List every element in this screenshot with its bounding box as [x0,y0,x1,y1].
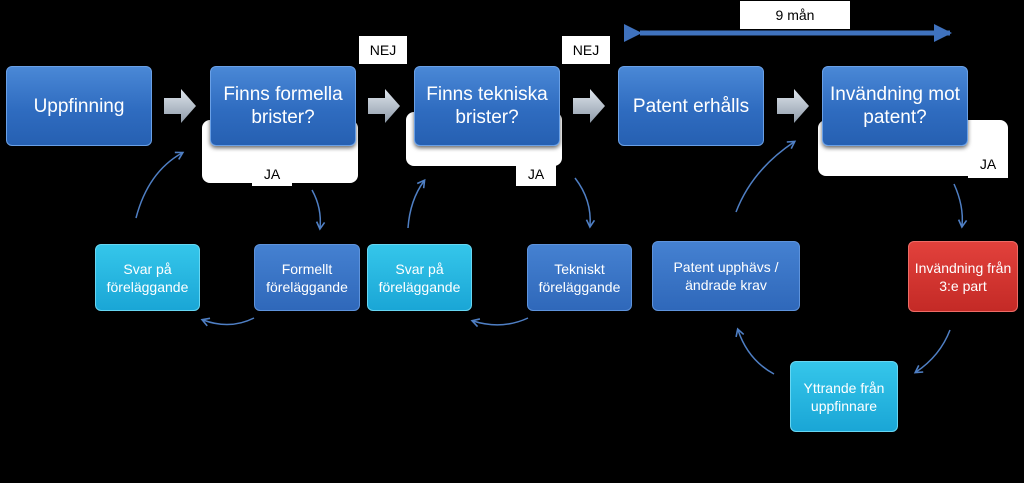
invention-box: Uppfinning [6,66,152,146]
opposition-box: Invändning mot patent? [822,66,968,146]
ja-label-3: JA [968,150,1008,178]
patent-revoked-box: Patent upphävs / ändrade krav [652,241,800,311]
formal-defects-box: Finns formella brister? [210,66,356,146]
inventor-statement-box: Yttrande från uppfinnare [790,361,898,432]
arrow-reply-2-up [407,178,426,229]
technical-defects-box: Finns tekniska brister? [414,66,560,146]
technical-order-box: Tekniskt föreläggande [527,244,632,311]
flow-arrow-4 [777,89,809,123]
ja-label-2: JA [516,162,556,186]
arrow-to-revoked [735,327,775,375]
arrow-to-reply-2 [470,317,529,328]
arrow-to-technical-order [574,177,596,229]
reply-box-2: Svar på föreläggande [367,244,472,311]
flow-arrow-2 [368,89,400,123]
arrow-reply-1-up [135,151,185,219]
nej-label-2: NEJ [562,36,610,64]
arrow-to-inventor-statement [913,329,951,374]
reply-box-1: Svar på föreläggande [95,244,200,311]
flow-arrow-1 [164,89,196,123]
third-party-opposition-box: Invändning från 3:e part [908,241,1018,312]
flow-arrow-3 [573,89,605,123]
ja-label-1: JA [252,162,292,186]
formal-order-box: Formellt föreläggande [254,244,360,311]
arrow-to-reply-1 [200,317,255,327]
arrow-to-formal-order [311,189,326,231]
patent-granted-box: Patent erhålls [618,66,764,146]
arrow-revoked-up [735,140,797,213]
nej-label-1: NEJ [359,36,407,64]
arrow-to-third-party [953,183,968,229]
